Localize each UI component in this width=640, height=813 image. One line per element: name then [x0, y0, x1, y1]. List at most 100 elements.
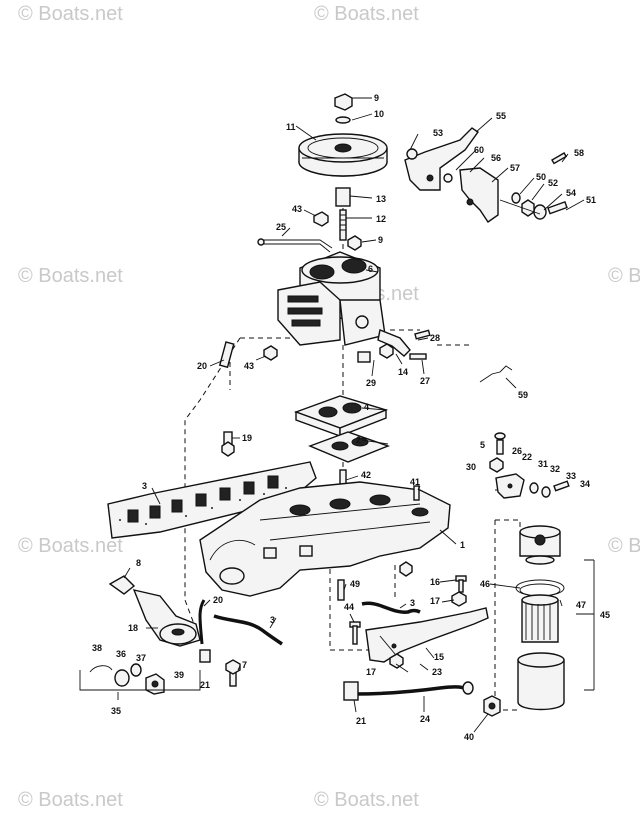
callout-18: 18 — [128, 623, 138, 633]
callout-25: 25 — [276, 222, 286, 232]
bracket-bolt-44 — [349, 621, 404, 669]
carburetor-gasket — [308, 431, 390, 463]
callout-3-gasket: 3 — [142, 481, 147, 491]
bracket-bolts — [489, 432, 506, 473]
callout-9-top: 9 — [374, 93, 379, 103]
callout-33: 33 — [566, 471, 576, 481]
fitting-19 — [221, 431, 235, 457]
callout-labels: 9 10 11 13 12 43 25 9 6 53 55 60 56 57 5… — [92, 93, 610, 742]
callout-47: 47 — [576, 600, 586, 610]
fuel-filter — [515, 525, 595, 711]
callout-57: 57 — [510, 163, 520, 173]
callout-24: 24 — [420, 714, 430, 724]
fuel-filter-bracket — [365, 607, 489, 663]
callout-5: 5 — [480, 440, 485, 450]
fuel-line-right — [361, 601, 421, 614]
vent-tube — [257, 238, 333, 253]
support-bracket — [495, 473, 570, 499]
callout-36: 36 — [116, 649, 126, 659]
bracket-bolt-16 — [451, 575, 467, 607]
callout-59: 59 — [518, 390, 528, 400]
fuel-hose-left — [213, 614, 283, 646]
fuel-inlet-parts — [79, 663, 201, 695]
callout-60: 60 — [474, 145, 484, 155]
watermark-10: © Boats.net — [314, 789, 419, 811]
bolt-41 — [413, 485, 420, 501]
throttle-linkage — [357, 329, 431, 363]
callout-41: 41 — [410, 477, 420, 487]
callout-20-top: 20 — [197, 361, 207, 371]
callout-13: 13 — [376, 194, 386, 204]
nut-9 — [347, 235, 362, 251]
callout-19: 19 — [242, 433, 252, 443]
clip-59 — [479, 365, 513, 383]
callout-49: 49 — [350, 579, 360, 589]
callout-12: 12 — [376, 214, 386, 224]
air-cleaner — [298, 133, 388, 177]
watermark-2: © Boats.net — [314, 3, 419, 25]
callout-55: 55 — [496, 111, 506, 121]
callout-53: 53 — [433, 128, 443, 138]
callout-3-right: 3 — [410, 598, 415, 608]
fuel-pump-line — [198, 599, 206, 645]
callout-8: 8 — [136, 558, 141, 568]
callout-42: 42 — [361, 470, 371, 480]
callout-16: 16 — [430, 577, 440, 587]
nut-48 — [399, 561, 413, 577]
cable-bracket — [443, 167, 499, 223]
stud-sleeve — [335, 187, 351, 241]
callout-15: 15 — [434, 652, 444, 662]
callout-29: 29 — [366, 378, 376, 388]
callout-30: 30 — [466, 462, 476, 472]
callout-43-mid: 43 — [244, 361, 254, 371]
leader-lines — [117, 97, 594, 733]
callout-27: 27 — [420, 376, 430, 386]
callout-37: 37 — [136, 653, 146, 663]
callout-31: 31 — [538, 459, 548, 469]
callout-39: 39 — [174, 670, 184, 680]
callout-21-pump: 21 — [200, 680, 210, 690]
bracket-hardware — [499, 152, 568, 220]
callout-11: 11 — [286, 122, 296, 132]
air-cleaner-nut — [334, 93, 353, 124]
callout-23: 23 — [432, 667, 442, 677]
fuel-pump — [108, 575, 241, 687]
callout-38: 38 — [92, 643, 102, 653]
callout-52: 52 — [548, 178, 558, 188]
callout-4: 4 — [364, 402, 369, 412]
callout-28: 28 — [430, 333, 440, 343]
callout-3-left: 3 — [270, 615, 275, 625]
intake-manifold — [199, 481, 451, 597]
callout-20-bottom: 20 — [213, 595, 223, 605]
callout-34: 34 — [580, 479, 590, 489]
watermark-6: © Boats.net — [18, 535, 123, 557]
callout-10: 10 — [374, 109, 384, 119]
callout-6: 6 — [368, 264, 373, 274]
callout-7: 7 — [242, 660, 247, 670]
watermark-5: © Boats.net — [608, 265, 640, 287]
throttle-bracket — [404, 127, 479, 191]
watermark-9: © Boats.net — [18, 789, 123, 811]
callout-17-lower: 17 — [366, 667, 376, 677]
callout-9-mid: 9 — [378, 235, 383, 245]
callout-45: 45 — [600, 610, 610, 620]
callout-32: 32 — [550, 464, 560, 474]
callout-58: 58 — [574, 148, 584, 158]
carburetor — [277, 251, 386, 346]
watermark-1: © Boats.net — [18, 3, 123, 25]
watermark-8: © Boats.net — [608, 535, 640, 557]
callout-21-line: 21 — [356, 716, 366, 726]
carburetor-spacer — [293, 395, 389, 438]
callout-50: 50 — [536, 172, 546, 182]
nut-43 — [313, 211, 329, 227]
callout-14: 14 — [398, 367, 408, 377]
callout-1: 1 — [460, 540, 465, 550]
stud-49 — [337, 579, 345, 601]
callout-54: 54 — [566, 188, 576, 198]
fuel-line-upper — [218, 341, 278, 369]
callout-35: 35 — [111, 706, 121, 716]
callout-17-upper: 17 — [430, 596, 440, 606]
callout-56: 56 — [491, 153, 501, 163]
